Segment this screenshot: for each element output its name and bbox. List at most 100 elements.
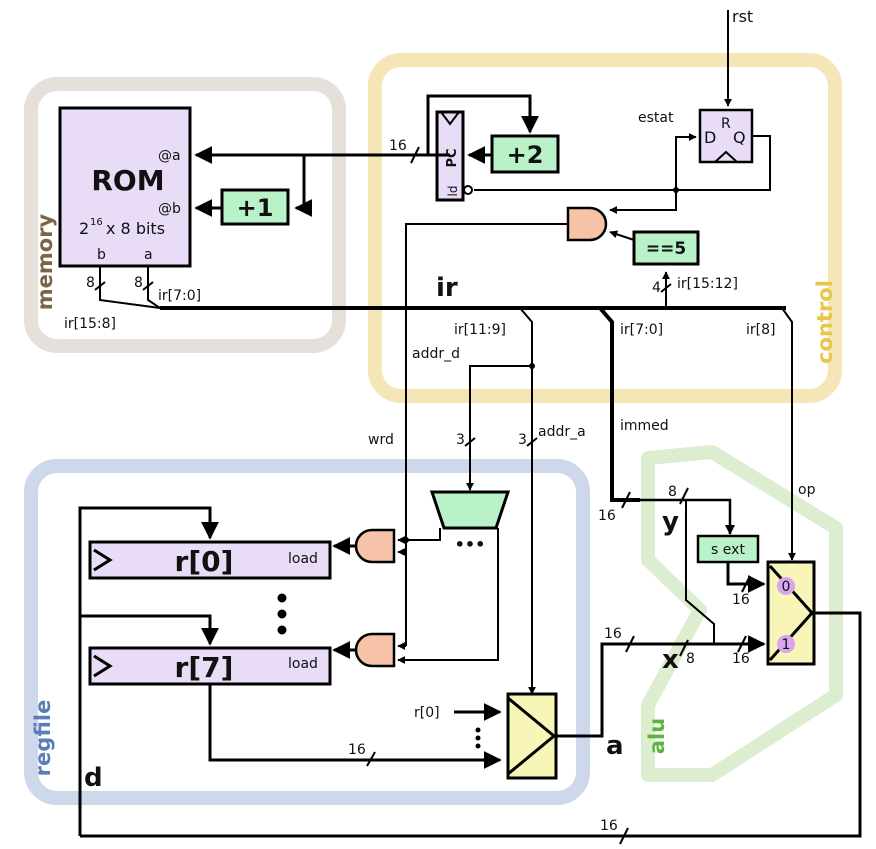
- label-ir-7-0-mem: ir[7:0]: [158, 288, 201, 304]
- wire-rom-b-out: [99, 266, 161, 309]
- ff-d-label: D: [704, 128, 716, 147]
- rst-label: rst: [732, 7, 753, 26]
- plus2-box: +2: [490, 134, 560, 174]
- r0-label: r[0]: [175, 545, 234, 578]
- rom-out-b: b: [97, 247, 106, 263]
- a-label: a: [606, 731, 624, 761]
- eq5-box: ==5: [632, 230, 700, 266]
- label-ir-15-12: ir[15:12]: [677, 276, 738, 292]
- width-8-b: 8: [86, 275, 95, 291]
- rom-port-a: @a: [158, 148, 181, 164]
- r7-load-label: load: [288, 656, 318, 672]
- wire-ff-q-loop: [675, 133, 771, 191]
- mux-a-ellipsis: [475, 727, 481, 749]
- plus1-label: +1: [237, 194, 274, 222]
- mux-in0-label: 0: [782, 579, 791, 595]
- alu-mux: 0 1: [766, 560, 816, 666]
- width-16-sext: 16: [732, 592, 750, 608]
- eq5-label: ==5: [646, 239, 686, 259]
- label-addr-d: addr_d: [412, 346, 460, 362]
- d-label: d: [84, 763, 103, 793]
- slash-16-sext: [741, 575, 751, 593]
- wire-d-to-r0: [78, 506, 219, 836]
- alu-group-frame: [641, 445, 843, 782]
- slash-3-a: [526, 437, 538, 447]
- width-16-x: 16: [604, 626, 622, 642]
- wire-rom-a-out: [147, 266, 161, 309]
- width-16-y: 16: [598, 508, 616, 524]
- ff-q-label: Q: [733, 128, 746, 147]
- label-ir-11-9: ir[11:9]: [454, 322, 506, 338]
- wire-dec-to-and7: [397, 528, 499, 664]
- wire-addr-d: [466, 365, 532, 491]
- width-16-d: 16: [600, 818, 618, 834]
- wire-ir-8: [781, 307, 796, 561]
- plus2-label: +2: [507, 141, 544, 169]
- wire-alu-out-to-d: [80, 611, 862, 838]
- rom-size-rest: x 8 bits: [106, 219, 165, 238]
- y-label: y: [662, 507, 679, 537]
- mux-in1-label: 1: [782, 637, 791, 653]
- register-r7: r[7] load: [88, 646, 332, 686]
- x-label: x: [662, 645, 679, 675]
- width-3-d: 3: [456, 432, 465, 448]
- and-gate-r0: [354, 528, 396, 564]
- alu-group-label: alu: [645, 718, 669, 754]
- wire-eq5-to-and: [609, 230, 635, 241]
- and-gate-r7: [354, 632, 396, 668]
- label-ir-15-8: ir[15:8]: [64, 316, 116, 332]
- decoder-dots: •••: [455, 535, 486, 554]
- rom-port-b: @b: [158, 201, 181, 217]
- slash-4: [660, 283, 672, 293]
- label-op: op: [798, 482, 816, 498]
- register-r0: r[0] load: [88, 540, 332, 580]
- mux-a: [506, 692, 558, 780]
- width-3-a: 3: [518, 432, 527, 448]
- control-group-frame: [368, 53, 842, 403]
- width-8-x: 8: [686, 651, 695, 667]
- slash-16-y: [621, 491, 631, 509]
- label-addr-a: addr_a: [538, 424, 586, 440]
- label-ir-7-0: ir[7:0]: [620, 322, 663, 338]
- sign-extend-box: s ext: [696, 534, 760, 564]
- r0-load-label: load: [288, 551, 318, 567]
- slash-8-x: [679, 639, 689, 657]
- slash-16-d: [619, 827, 629, 845]
- slash-8-b: [94, 281, 106, 291]
- slash-16-mux: [737, 635, 747, 653]
- estat-label: estat: [638, 110, 674, 126]
- r7-label: r[7]: [175, 651, 234, 684]
- rom-size-exp: 16: [90, 217, 103, 228]
- slash-8-y: [679, 487, 689, 505]
- label-ir-8: ir[8]: [746, 322, 775, 338]
- ir-label: ir: [436, 273, 458, 303]
- width-16-pc: 16: [389, 138, 407, 154]
- width-8-y: 8: [668, 484, 677, 500]
- regfile-group-label: regfile: [31, 700, 55, 777]
- label-immed: immed: [620, 418, 669, 434]
- regfile-group-frame: [24, 459, 590, 805]
- rom-title: ROM: [91, 164, 164, 197]
- s-ext-label: s ext: [711, 542, 745, 558]
- memory-group-frame: [24, 77, 346, 353]
- wire-pc-feedback: [426, 94, 539, 157]
- wire-ir-11-9: [519, 307, 536, 695]
- slash-16-pc: [410, 146, 420, 164]
- control-and-gate: [566, 206, 608, 242]
- width-16-ra: 16: [348, 742, 366, 758]
- wire-wrd: [405, 223, 568, 646]
- rom: ROM @a @b 2 16 x 8 bits b a: [58, 106, 192, 268]
- width-16-mux: 16: [732, 651, 750, 667]
- wire-y-bus: [612, 498, 735, 535]
- rom-out-a: a: [144, 247, 153, 263]
- wire-d-to-r7: [80, 614, 219, 646]
- wire-y-to-x: [685, 500, 715, 644]
- wire-sext-to-mux: [726, 562, 766, 593]
- rom-size-base: 2: [79, 219, 89, 238]
- slash-16-x: [625, 635, 635, 653]
- width-4: 4: [652, 280, 661, 296]
- wire-pc-to-plus1: [294, 155, 313, 217]
- pc-ld-label: ld: [446, 186, 460, 197]
